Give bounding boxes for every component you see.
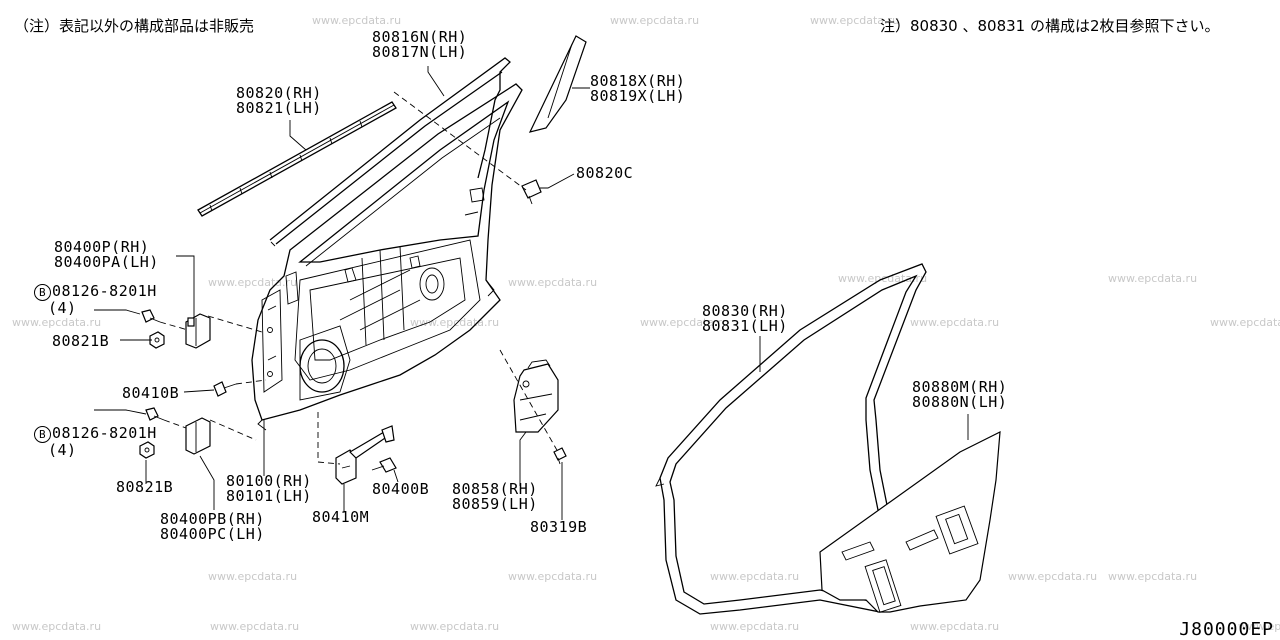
watermark: www.epcdata.ru <box>710 570 800 583</box>
watermark: www.epcdata.ru <box>810 14 900 27</box>
watermark: www.epcdata.ru <box>710 620 800 633</box>
callout-80818X: 80818X(RH)80819X(LH) <box>590 72 686 105</box>
lower-hinge-80400PB <box>185 417 211 455</box>
watermark: www.epcdata.ru <box>12 316 102 329</box>
watermark: www.epcdata.ru <box>508 276 598 289</box>
upper-hinge-80400P <box>185 313 211 349</box>
assembly-line <box>317 412 341 465</box>
callout-80830: 80830(RH)80831(LH) <box>702 302 788 335</box>
nut-80821B-upper <box>149 331 165 349</box>
clip-80820C <box>521 179 542 205</box>
callout-80816N: 80816N(RH)80817N(LH) <box>372 28 468 61</box>
watermark: www.epcdata.ru <box>410 620 500 633</box>
assembly-line <box>209 419 257 441</box>
watermark: www.epcdata.ru <box>410 316 500 329</box>
callout-80880M: 80880M(RH)80880N(LH) <box>912 378 1008 411</box>
callout-80100: 80100(RH)80101(LH) <box>226 472 312 505</box>
note-left: （注）表記以外の構成部品は非販売 <box>14 17 255 35</box>
watermark: www.epcdata.ru <box>1108 570 1198 583</box>
bolt-08126-lower <box>145 407 165 421</box>
sealing-screen-80880M <box>819 430 1001 613</box>
assembly-line <box>235 379 267 385</box>
callout-80400P: 80400P(RH)80400PA(LH) <box>54 238 159 271</box>
assembly-line <box>393 91 527 191</box>
watermark: www.epcdata.ru <box>1108 272 1198 285</box>
note-right: 注）80830 、80831 の構成は2枚目参照下さい。 <box>880 17 1220 35</box>
watermark: www.epcdata.ru <box>640 316 730 329</box>
watermark: www.epcdata.ru <box>1238 620 1280 633</box>
door-check-80410M <box>335 425 395 485</box>
bracket-80858 <box>513 359 559 433</box>
sash-moulding-80816N <box>269 57 511 247</box>
assembly-line <box>159 321 189 429</box>
callout-80400PB: 80400PB(RH)80400PC(LH) <box>160 510 265 543</box>
clip-80319B <box>553 447 567 465</box>
watermark: www.epcdata.ru <box>12 620 102 633</box>
callout-80319B: 80319B <box>530 518 588 536</box>
callout-80820: 80820(RH)80821(LH) <box>236 84 322 117</box>
bolt-80410B <box>213 381 237 397</box>
callout-80858: 80858(RH)80859(LH) <box>452 480 538 513</box>
callout-80820C: 80820C <box>576 164 634 182</box>
belt-moulding-80820 <box>197 101 397 217</box>
callout-80400B: 80400B <box>372 480 430 498</box>
callout-80821B-top: 80821B <box>52 332 110 350</box>
bolt-08126-upper <box>141 309 161 323</box>
callout-80410B: 80410B <box>122 384 180 402</box>
watermark: www.epcdata.ru <box>210 620 300 633</box>
corner-cover-80818X <box>528 35 587 133</box>
watermark: www.epcdata.ru <box>910 620 1000 633</box>
watermark: www.epcdata.ru <box>610 14 700 27</box>
watermark: www.epcdata.ru <box>208 570 298 583</box>
assembly-line <box>207 315 263 333</box>
callout-80821B-bottom: 80821B <box>116 478 174 496</box>
nut-80821B-lower <box>139 441 155 459</box>
watermark: www.epcdata.ru <box>508 570 598 583</box>
bolt-80400B <box>371 457 397 473</box>
watermark: www.epcdata.ru <box>1008 570 1098 583</box>
door-shell-80100 <box>251 83 523 431</box>
watermark: www.epcdata.ru <box>1210 316 1280 329</box>
callout-80410M: 80410M <box>312 508 370 526</box>
watermark: www.epcdata.ru <box>312 14 402 27</box>
watermark: www.epcdata.ru <box>910 316 1000 329</box>
diagram-code: J80000EP <box>1179 619 1274 640</box>
leader-lines <box>94 66 969 520</box>
